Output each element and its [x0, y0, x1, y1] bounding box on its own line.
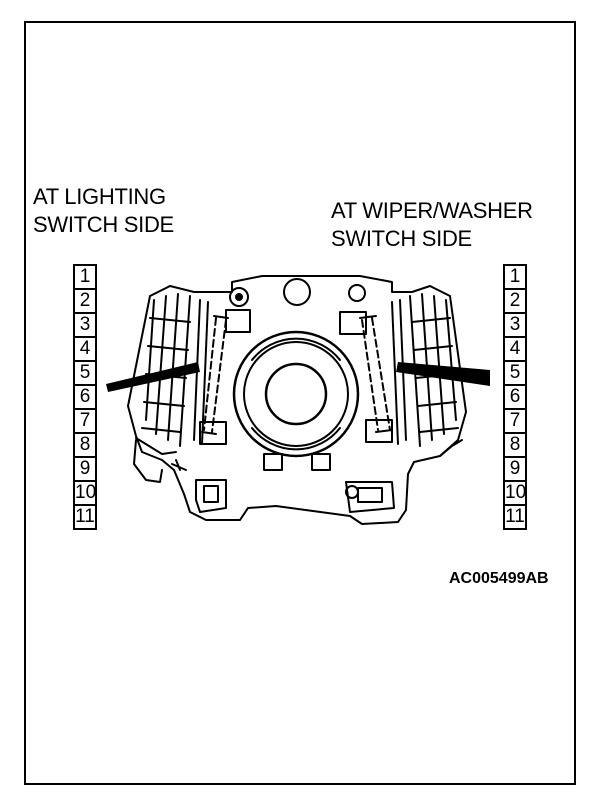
wiper-label-line1: AT WIPER/WASHER: [331, 198, 533, 223]
lighting-connector-pin-list: 1 2 3 4 5 6 7 8 9 10 11: [73, 264, 97, 530]
left-housing-fins: [135, 293, 209, 455]
figure-frame: [24, 21, 576, 785]
lighting-label-line1: AT LIGHTING: [33, 184, 166, 209]
steering-shaft-hole: [264, 362, 328, 426]
mounting-boss-left: [229, 287, 249, 307]
left-connector-top: [225, 309, 251, 333]
clock-spring-inner-detail: [251, 337, 341, 451]
figure-code: AC005499AB: [449, 570, 549, 587]
left-terminal-row: [203, 317, 227, 433]
lower-tab-right: [311, 453, 331, 471]
wiper-label-line2: SWITCH SIDE: [331, 226, 472, 251]
clock-spring-outer-ring: [232, 330, 360, 458]
right-terminal-row: [361, 317, 391, 431]
right-connector-top: [339, 311, 367, 335]
mounting-boss-center: [283, 278, 311, 306]
lighting-switch-label: AT LIGHTING SWITCH SIDE: [33, 183, 174, 239]
wiper-washer-switch-label: AT WIPER/WASHER SWITCH SIDE: [331, 197, 533, 253]
clock-spring-middle-ring: [243, 341, 349, 447]
left-side-clip: [133, 439, 163, 483]
mounting-boss-right: [348, 284, 366, 302]
right-pin-11: 11: [503, 504, 527, 530]
mounting-boss-left-inner: [235, 293, 243, 301]
bottom-bracket-left: [195, 479, 227, 513]
left-pin-11: 11: [73, 504, 97, 530]
switch-body-outline: [127, 275, 467, 525]
lighting-label-line2: SWITCH SIDE: [33, 212, 174, 237]
right-pointer-arrow: [396, 362, 490, 386]
left-pointer-arrow: [106, 362, 200, 392]
lower-tab-left: [263, 453, 283, 471]
wiper-connector-pin-list: 1 2 3 4 5 6 7 8 9 10 11: [503, 264, 527, 530]
bottom-bracket-right: [345, 481, 395, 513]
bottom-bracket-hole: [345, 485, 359, 499]
